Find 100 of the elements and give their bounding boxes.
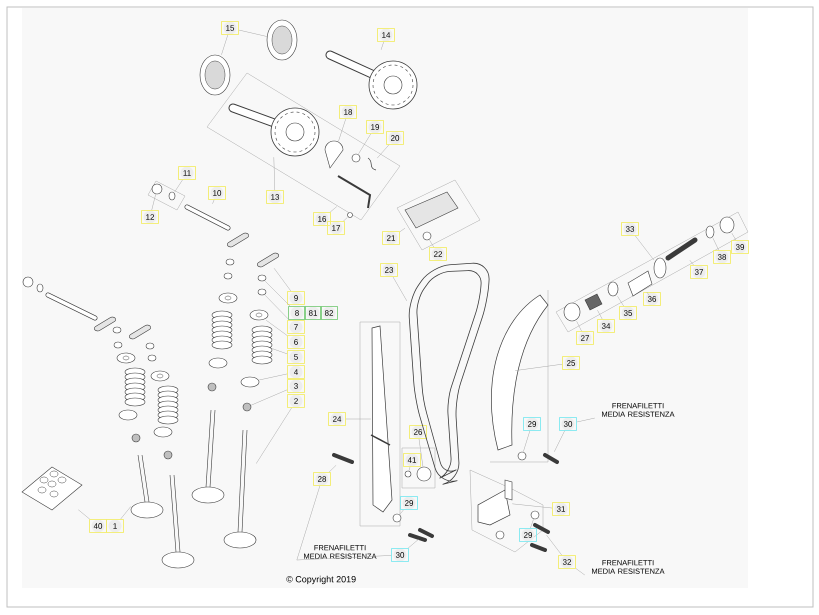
chain-slider xyxy=(404,192,458,228)
valve-collet xyxy=(258,288,266,296)
bolt xyxy=(530,543,547,552)
leader-line xyxy=(576,418,596,422)
bushing xyxy=(496,530,504,540)
leader-line xyxy=(646,292,650,296)
leader-line xyxy=(120,506,132,520)
leader-line xyxy=(212,200,214,204)
valve-seal xyxy=(242,402,252,412)
shaft xyxy=(338,175,372,208)
spring-seat xyxy=(154,426,172,438)
leader-line xyxy=(266,320,288,336)
chain-guide xyxy=(370,326,392,512)
valve xyxy=(224,430,256,548)
rocker-arm xyxy=(94,316,116,332)
leader-line xyxy=(576,568,586,576)
leader-line xyxy=(274,156,276,190)
leader-line xyxy=(712,238,719,250)
bolt xyxy=(418,528,434,538)
valve-collet xyxy=(112,326,122,334)
valve-seal xyxy=(164,450,172,460)
leader-line xyxy=(392,276,408,302)
leader-line xyxy=(408,466,410,472)
leader-line xyxy=(512,504,552,508)
leader-line xyxy=(732,232,736,240)
leader-line xyxy=(358,134,372,154)
leader-line xyxy=(338,118,346,142)
plug xyxy=(152,184,162,194)
plug xyxy=(22,276,34,288)
leader-line xyxy=(152,194,156,210)
spring xyxy=(666,238,698,260)
tensioner-flange xyxy=(654,258,666,278)
leader-line xyxy=(264,280,290,306)
leader-line xyxy=(238,30,268,37)
bushing xyxy=(404,470,412,478)
rocker-arm xyxy=(257,252,279,268)
leader-line xyxy=(597,310,602,320)
valve xyxy=(162,474,194,568)
decompressor-weight xyxy=(324,140,344,168)
valve-seal xyxy=(132,434,140,442)
copyright-text: © Copyright 2019 xyxy=(286,576,356,584)
timing-chain xyxy=(408,262,490,485)
rocker-arm xyxy=(227,232,249,248)
valve-collet xyxy=(146,342,154,350)
leader-line xyxy=(258,374,288,380)
leader-line xyxy=(221,34,228,56)
valve-collet xyxy=(226,258,234,266)
leader-line xyxy=(272,348,288,354)
valve-spring xyxy=(124,368,146,406)
leader-line xyxy=(296,555,392,560)
spring-seat xyxy=(240,376,260,388)
tensioner-body xyxy=(628,270,652,296)
leader-line xyxy=(523,430,530,452)
valve-collet xyxy=(224,272,232,280)
leader-line xyxy=(250,390,288,406)
bushing xyxy=(518,452,526,460)
leader-line xyxy=(328,464,336,472)
bolt xyxy=(408,533,427,542)
leader-line xyxy=(514,364,562,371)
threaded-plunger xyxy=(584,294,602,310)
leader-line xyxy=(554,430,565,452)
chain-guide xyxy=(478,480,512,526)
valve xyxy=(192,410,224,504)
leader-line xyxy=(343,217,348,222)
camshaft xyxy=(228,104,320,156)
leader-line xyxy=(408,538,419,548)
spring-seat xyxy=(118,410,138,420)
leader-line xyxy=(376,144,390,158)
valve-spring xyxy=(252,326,272,364)
plug xyxy=(720,216,734,234)
leader-line xyxy=(330,206,338,212)
bearing xyxy=(266,20,298,60)
washer xyxy=(564,302,580,322)
leader-line xyxy=(264,294,290,320)
valve-spring xyxy=(212,310,232,350)
leader-line xyxy=(400,510,404,514)
leader-line xyxy=(400,228,406,232)
shim-kit xyxy=(22,466,83,510)
spring-retainer xyxy=(150,370,170,382)
bolt xyxy=(543,453,559,464)
leader-line xyxy=(274,268,292,292)
leader-line xyxy=(617,296,624,306)
rocker-shaft xyxy=(46,292,98,320)
leader-line xyxy=(380,42,384,50)
bolt xyxy=(533,523,550,534)
leader-line xyxy=(78,509,90,520)
camshaft xyxy=(326,50,418,110)
leader-line xyxy=(530,518,534,528)
o-ring xyxy=(168,192,176,200)
valve-collet xyxy=(148,354,156,362)
leader-line xyxy=(576,320,582,332)
leader-line xyxy=(429,240,434,248)
spring-retainer xyxy=(116,352,136,364)
o-ring xyxy=(36,284,44,292)
spring-retainer xyxy=(218,292,238,304)
leader-line xyxy=(635,236,654,260)
leader-line xyxy=(346,418,372,420)
leader-line xyxy=(690,260,694,266)
valve-seal xyxy=(208,382,216,392)
leader-line xyxy=(546,534,562,556)
